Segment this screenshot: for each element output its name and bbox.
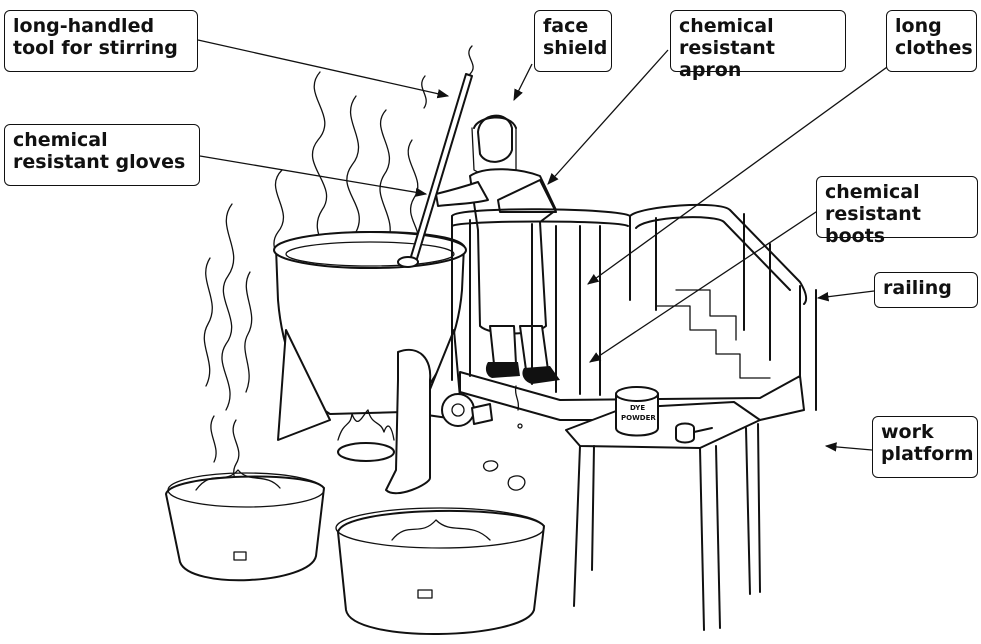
dye-can-label-line1: DYE [630, 404, 645, 412]
label-chemical-resistant-apron: chemical resistant apron [670, 10, 846, 72]
work-table [566, 402, 760, 630]
label-long-clothes: long clothes [886, 10, 977, 72]
basin-left [166, 470, 324, 580]
label-chemical-resistant-gloves: chemical resistant gloves [4, 124, 200, 186]
label-railing: railing [874, 272, 978, 308]
dye-cauldron [274, 232, 492, 493]
label-face-shield: face shield [534, 10, 612, 72]
dye-can-label-line2: POWDER [621, 414, 656, 422]
label-work-platform: work platform [872, 416, 978, 478]
basin-right [336, 508, 544, 634]
label-chemical-resistant-boots: chemical resistant boots [816, 176, 978, 238]
label-long-handled-tool: long-handled tool for stirring [4, 10, 198, 72]
